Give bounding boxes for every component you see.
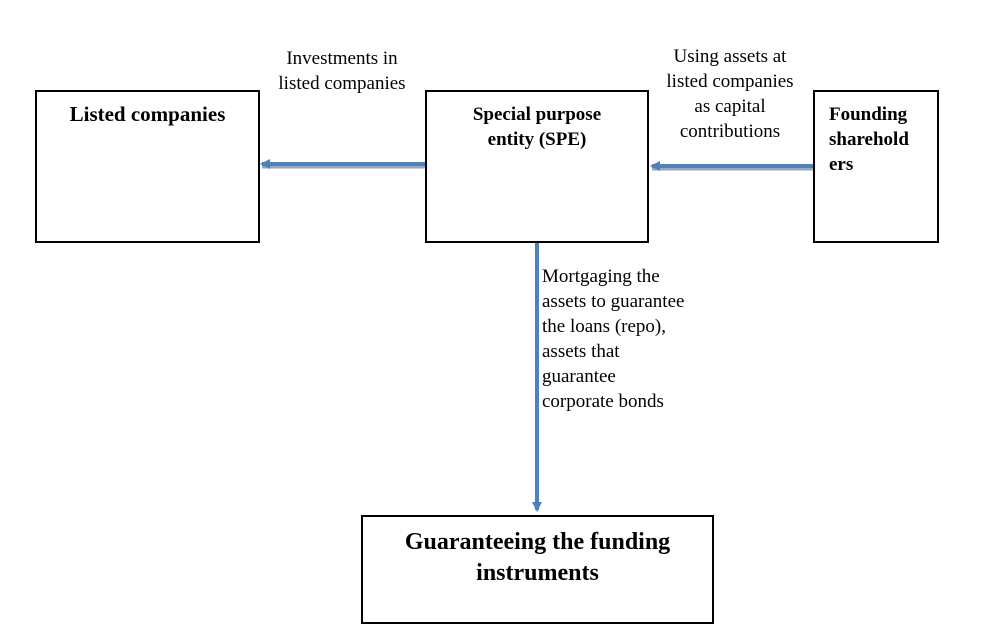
edge-label-line: guarantee <box>542 366 616 387</box>
node-spe-label: Special purpose entity (SPE) <box>427 102 647 152</box>
node-listed-companies-label: Listed companies <box>69 102 226 126</box>
node-spe-line: entity (SPE) <box>487 129 587 150</box>
edge-label-line: Investments in <box>286 48 398 69</box>
node-founding-shareholders-label: Founding sharehold ers <box>829 102 937 177</box>
edge-label-investments: Investments in listed companies <box>258 46 426 96</box>
edge-label-line: listed companies <box>278 73 406 94</box>
node-founding-shareholders: Founding sharehold ers <box>813 90 939 243</box>
edge-label-line: Using assets at <box>673 46 787 67</box>
node-founding-line: Founding <box>829 104 908 125</box>
edge-label-line: contributions <box>679 121 781 142</box>
edge-label-using-assets: Using assets at listed companies as capi… <box>645 44 815 144</box>
edge-label-mortgaging: Mortgaging the assets to guarantee the l… <box>542 264 732 414</box>
edge-label-line: listed companies <box>666 71 794 92</box>
edge-label-line: assets to guarantee <box>542 291 685 312</box>
node-spe: Special purpose entity (SPE) <box>425 90 649 243</box>
node-listed-companies: Listed companies <box>35 90 260 243</box>
node-founding-line: sharehold <box>829 129 909 150</box>
edge-label-line: assets that <box>542 341 620 362</box>
edge-label-line: the loans (repo), <box>542 316 666 337</box>
node-guarantee: Guaranteeing the funding instruments <box>361 515 714 624</box>
edge-label-line: Mortgaging the <box>542 266 660 287</box>
node-spe-line: Special purpose <box>472 104 602 125</box>
node-guarantee-line: instruments <box>476 560 599 586</box>
node-founding-line: ers <box>829 154 854 175</box>
node-guarantee-label: Guaranteeing the funding instruments <box>363 527 712 589</box>
edge-label-line: corporate bonds <box>542 391 664 412</box>
edge-label-line: as capital <box>694 96 766 117</box>
node-guarantee-line: Guaranteeing the funding <box>404 529 671 555</box>
